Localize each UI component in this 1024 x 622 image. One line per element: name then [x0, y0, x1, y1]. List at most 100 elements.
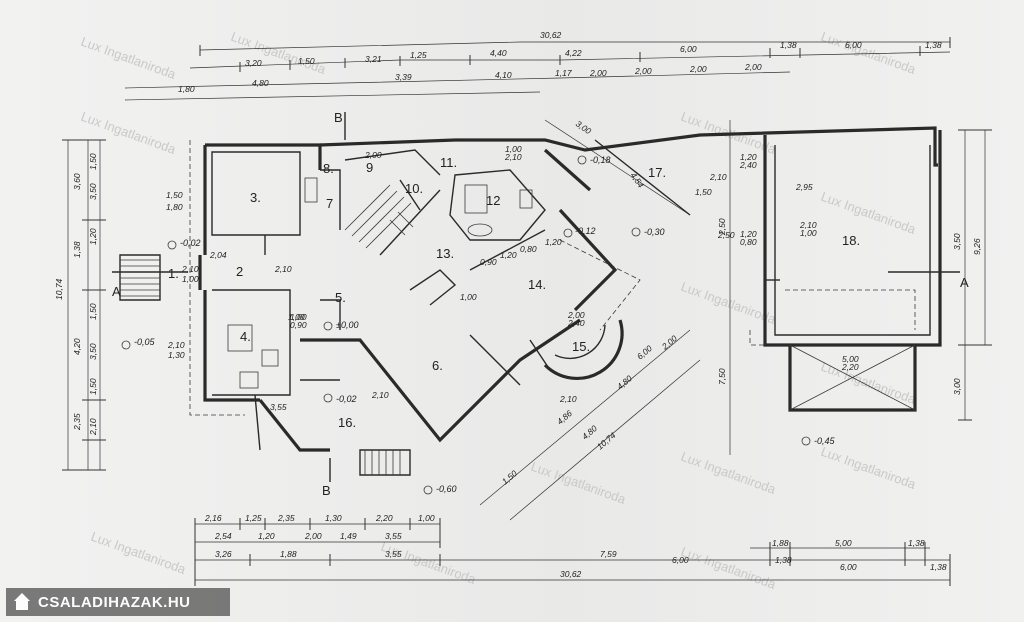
- dim-label: 2,95: [795, 182, 813, 192]
- dim-label: 1,49: [340, 531, 357, 541]
- dim-label: 1,50: [88, 303, 98, 320]
- section-mark-b-bottom: B: [322, 483, 331, 498]
- dim-label: 1,50: [695, 187, 712, 197]
- room-label-17: 17.: [648, 165, 666, 180]
- dim-label: 1,38: [72, 241, 82, 258]
- dim-label: 2,04: [209, 250, 227, 260]
- dim-label: 2,00: [567, 310, 585, 320]
- room-label-10: 10.: [405, 181, 423, 196]
- dim-overall-right: 9,26: [972, 238, 982, 255]
- level-label: -0,30: [644, 227, 665, 237]
- dim-label: 5,00: [835, 538, 852, 548]
- dim-label: 1,00: [418, 513, 435, 523]
- left-dimensions: 10,74 3,60 1,38 4,20 2,35 1,50 3,50 1,20…: [54, 139, 106, 471]
- dim-label: 1,38: [775, 555, 792, 565]
- dim-label: 1,00: [182, 274, 199, 284]
- dim-label: 2,40: [567, 318, 585, 328]
- dim-label: 2,10: [274, 264, 292, 274]
- dim-label: 2,00: [634, 66, 652, 76]
- dim-label: 1,00: [800, 228, 817, 238]
- dim-label: 2,10: [167, 340, 185, 350]
- dim-label: 1,00: [290, 312, 307, 322]
- dim-label: 2,20: [375, 513, 393, 523]
- room-label-9: 9: [366, 160, 373, 175]
- dim-label: 1,50: [500, 468, 519, 486]
- dim-label: 1,38: [930, 562, 947, 572]
- dim-label: 1,20: [545, 237, 562, 247]
- watermark: Lux Ingatlaniroda: [819, 444, 919, 492]
- dim-label: 1,30: [168, 350, 185, 360]
- dim-label: 1,00: [505, 144, 522, 154]
- dim-label: 2,00: [659, 333, 679, 352]
- dim-label: 6,00: [845, 40, 862, 50]
- level-label: ±0,00: [336, 320, 358, 330]
- dim-label: 1,20: [500, 250, 517, 260]
- dim-label: 1,50: [166, 190, 183, 200]
- dim-label: 3,26: [215, 549, 232, 559]
- dim-label: 1,50: [298, 56, 315, 66]
- dim-label: 1,20: [740, 152, 757, 162]
- dim-label: 3,50: [88, 343, 98, 360]
- dim-label: 6,00: [840, 562, 857, 572]
- logo-text: CSALADIHAZAK.HU: [38, 593, 191, 611]
- dim-label: 4,86: [555, 408, 574, 426]
- room-label-15: 15.: [572, 339, 590, 354]
- level-label: -0,45: [814, 436, 836, 446]
- dim-label: 4,40: [490, 48, 507, 58]
- dim-label: 3,20: [245, 58, 262, 68]
- dim-label: 2,00: [589, 68, 607, 78]
- room-label-4: 4.: [240, 329, 251, 344]
- room-label-8: 8.: [323, 161, 334, 176]
- watermark: Lux Ingatlaniroda: [229, 29, 329, 77]
- room-label-13: 13.: [436, 246, 454, 261]
- level-label: -0,02: [180, 238, 201, 248]
- dim-overall-left: 10,74: [54, 278, 64, 300]
- dim-label: 2,10: [181, 264, 199, 274]
- site-logo: CSALADIHAZAK.HU: [6, 588, 230, 616]
- room-label-1: 1.: [168, 266, 179, 281]
- dim-label: 1,17: [555, 68, 572, 78]
- room-label-11: 11.: [440, 155, 457, 170]
- room-label-12: 12: [486, 193, 500, 208]
- dim-label: 3,39: [395, 72, 412, 82]
- dim-label: 1,38: [908, 538, 925, 548]
- dim-label: 2,00: [744, 62, 762, 72]
- watermark: Lux Ingatlaniroda: [89, 529, 189, 577]
- dim-label: 1,38: [780, 40, 797, 50]
- dim-label: 6,00: [672, 555, 689, 565]
- dim-label: 1,80: [178, 84, 195, 94]
- top-dimensions: 30,62 3,20 1,50 3,21 1,25 4,40 4,22 6,00…: [124, 30, 951, 101]
- dim-label: 2,50: [717, 230, 735, 240]
- dim-overall-top: 30,62: [540, 30, 562, 40]
- dim-label: 3,55: [385, 531, 402, 541]
- dim-label: 3,50: [952, 233, 962, 250]
- section-mark-a-left: A: [112, 284, 121, 299]
- room-label-2: 2: [236, 264, 243, 279]
- dim-label: 3,00: [952, 378, 962, 395]
- dim-label: 6,00: [680, 44, 697, 54]
- dim-label: 0,80: [520, 244, 537, 254]
- dim-overall-bottom: 30,62: [560, 569, 582, 579]
- dim-label: 2,10: [799, 220, 817, 230]
- dim-label: 0,90: [480, 257, 497, 267]
- room-label-3: 3.: [250, 190, 261, 205]
- dim-label: 7,50: [717, 368, 727, 385]
- interior-dimensions: 1,50 1,80 2,04 2,10 1,00 2,10 1,00 0,90 …: [166, 144, 859, 412]
- stairs: [119, 184, 414, 476]
- dim-label: 1,20: [740, 229, 757, 239]
- dim-label: 1,25: [245, 513, 262, 523]
- level-label: -0,02: [336, 394, 357, 404]
- dim-label: 2,00: [304, 531, 322, 541]
- dim-label: 3,50: [88, 183, 98, 200]
- dim-label: 10,74: [595, 430, 618, 452]
- room-labels: 1. 2 3. 4. 5. 6. 7 8. 9 10. 11. 12 13. 1…: [168, 155, 860, 430]
- dim-label: 1,38: [925, 40, 942, 50]
- dim-label: 1,50: [88, 153, 98, 170]
- dim-label: 5,00: [842, 354, 859, 364]
- room-label-5: 5.: [335, 290, 346, 305]
- dim-label: 4,22: [565, 48, 582, 58]
- dim-label: 2,20: [841, 362, 859, 372]
- dim-label: 2,16: [204, 513, 222, 523]
